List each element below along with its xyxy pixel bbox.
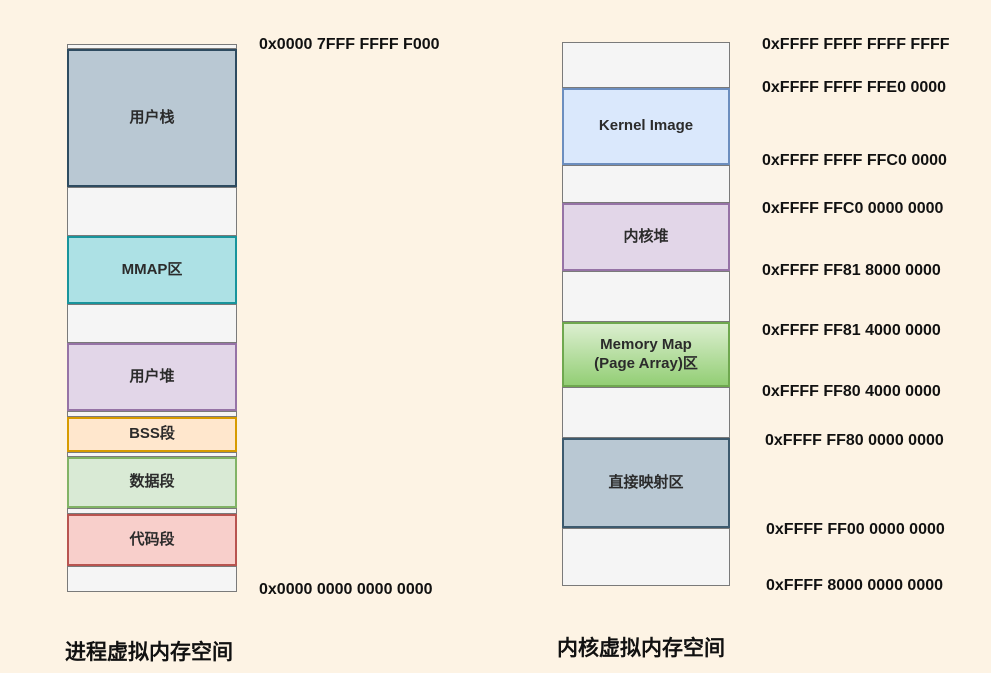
process-gap-4	[67, 452, 237, 457]
segment-kernel-image: Kernel Image	[562, 88, 730, 165]
segment-user-stack: 用户栈	[67, 49, 237, 187]
process-gap-5	[67, 508, 237, 514]
segment-code: 代码段	[67, 514, 237, 566]
kernel-space-title: 内核虚拟内存空间	[557, 637, 725, 660]
segment-direct-mapping: 直接映射区	[562, 438, 730, 528]
process-space-title: 进程虚拟内存空间	[65, 641, 233, 664]
kernel-address-4: 0xFFFF FF81 8000 0000	[762, 262, 941, 279]
segment-bss: BSS段	[67, 417, 237, 452]
segment-memory-map-page-array: Memory Map (Page Array)区	[562, 322, 730, 387]
kernel-address-7: 0xFFFF FF80 0000 0000	[765, 432, 944, 449]
kernel-address-0: 0xFFFF FFFF FFFF FFFF	[762, 36, 950, 53]
kernel-top-strip	[562, 42, 730, 88]
kernel-memory-column: Kernel Image 内核堆 Memory Map (Page Array)…	[562, 42, 730, 586]
segment-mmap: MMAP区	[67, 236, 237, 304]
kernel-address-6: 0xFFFF FF80 4000 0000	[762, 383, 941, 400]
kernel-address-1: 0xFFFF FFFF FFE0 0000	[762, 79, 947, 96]
process-gap-1	[67, 187, 237, 236]
kernel-address-3: 0xFFFF FFC0 0000 0000	[762, 200, 944, 217]
process-gap-3	[67, 411, 237, 417]
segment-kernel-heap: 内核堆	[562, 203, 730, 271]
process-bottom-address: 0x0000 0000 0000 0000	[259, 581, 433, 598]
segment-user-heap: 用户堆	[67, 343, 237, 411]
kernel-address-8: 0xFFFF FF00 0000 0000	[766, 521, 945, 538]
process-bottom-strip	[67, 566, 237, 592]
process-top-address: 0x0000 7FFF FFFF F000	[259, 36, 440, 53]
kernel-address-2: 0xFFFF FFFF FFC0 0000	[762, 152, 947, 169]
kernel-gap-2	[562, 271, 730, 322]
kernel-gap-1	[562, 165, 730, 203]
process-top-guard-strip	[67, 44, 237, 49]
process-memory-column: 用户栈 MMAP区 用户堆 BSS段 数据段 代码段	[67, 44, 237, 592]
segment-data: 数据段	[67, 457, 237, 508]
kernel-address-9: 0xFFFF 8000 0000 0000	[766, 577, 944, 594]
process-gap-2	[67, 304, 237, 343]
kernel-address-5: 0xFFFF FF81 4000 0000	[762, 322, 941, 339]
kernel-gap-3	[562, 387, 730, 438]
kernel-bottom-strip	[562, 528, 730, 586]
